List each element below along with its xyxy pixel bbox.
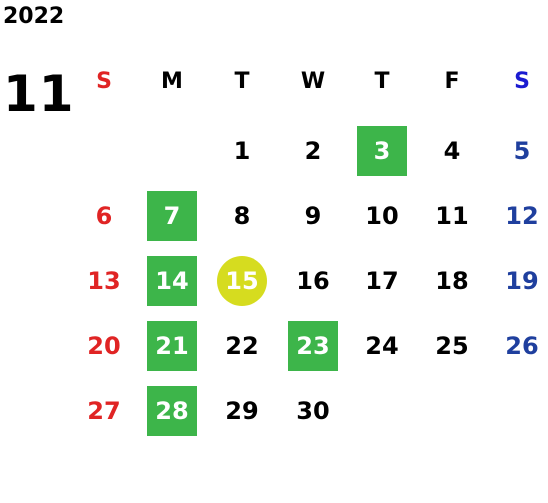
day-cell[interactable]: 2 (304, 137, 322, 165)
day-cell[interactable]: 16 (296, 267, 330, 295)
weekday-header-mon: M (161, 68, 183, 94)
day-cell[interactable]: 12 (505, 202, 539, 230)
day-cell[interactable]: 6 (95, 202, 113, 230)
day-cell[interactable]: 24 (365, 332, 399, 360)
day-cell[interactable]: 29 (225, 397, 259, 425)
day-cell[interactable]: 28 (147, 386, 197, 436)
day-cell[interactable]: 22 (225, 332, 259, 360)
day-cell[interactable]: 4 (443, 137, 461, 165)
day-cell[interactable]: 26 (505, 332, 539, 360)
day-cell[interactable]: 1 (233, 137, 251, 165)
day-cell[interactable]: 8 (233, 202, 251, 230)
day-cell[interactable]: 3 (357, 126, 407, 176)
day-cell[interactable]: 17 (365, 267, 399, 295)
day-cell[interactable]: 19 (505, 267, 539, 295)
day-cell[interactable]: 25 (435, 332, 469, 360)
day-cell[interactable]: 5 (513, 137, 531, 165)
day-cell[interactable]: 11 (435, 202, 469, 230)
weekday-header-wed: W (300, 68, 326, 94)
day-cell[interactable]: 10 (365, 202, 399, 230)
day-cell[interactable]: 23 (288, 321, 338, 371)
day-cell[interactable]: 18 (435, 267, 469, 295)
weekday-header-sun: S (96, 68, 112, 94)
day-cell[interactable]: 14 (147, 256, 197, 306)
day-cell[interactable]: 13 (87, 267, 121, 295)
day-cell[interactable]: 7 (147, 191, 197, 241)
day-cell[interactable]: 30 (296, 397, 330, 425)
year-label: 2022 (3, 4, 65, 29)
day-cell-today[interactable]: 15 (217, 256, 267, 306)
weekday-header-thu: T (374, 68, 390, 94)
day-cell[interactable]: 27 (87, 397, 121, 425)
weekday-header-sat: S (514, 68, 530, 94)
day-cell[interactable]: 9 (304, 202, 322, 230)
weekday-header-tue: T (234, 68, 250, 94)
day-cell[interactable]: 21 (147, 321, 197, 371)
month-label: 11 (3, 65, 75, 123)
day-cell[interactable]: 20 (87, 332, 121, 360)
weekday-header-fri: F (444, 68, 460, 94)
